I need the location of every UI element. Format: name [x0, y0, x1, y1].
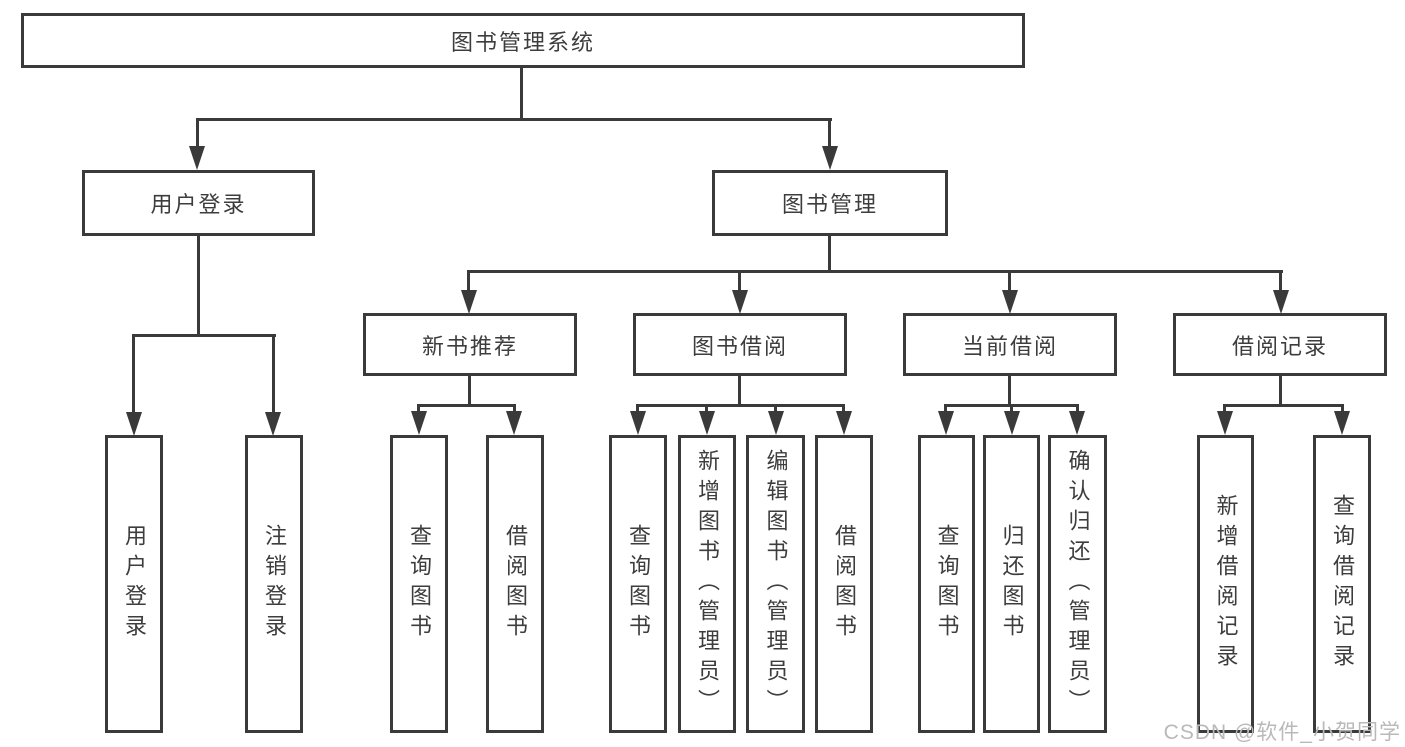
arrow-down-icon [699, 411, 715, 435]
arrow-down-icon [189, 146, 205, 170]
node-library-system: 图书管理系统 [21, 13, 1025, 68]
leaf-borrow-books: 借阅图书 [815, 435, 873, 733]
arrow-down-icon [461, 290, 477, 314]
connector [828, 236, 831, 273]
node-label: 借阅图书 [832, 524, 857, 644]
node-label: 编辑图书（管理员） [763, 449, 789, 719]
connector [417, 404, 516, 407]
node-label: 用户登录 [122, 524, 147, 644]
arrow-down-icon [938, 411, 954, 435]
connector [636, 404, 845, 407]
connector [468, 376, 471, 407]
node-book-management: 图书管理 [712, 170, 948, 236]
connector [513, 404, 516, 414]
node-label: 归还图书 [999, 524, 1025, 644]
node-label: 查询图书 [407, 524, 432, 644]
arrow-down-icon [265, 412, 281, 436]
connector [417, 404, 420, 414]
leaf-query-books-current: 查询图书 [918, 435, 975, 733]
connector [1279, 270, 1282, 294]
node-label: 图书管理系统 [450, 29, 595, 55]
connector [1223, 404, 1226, 414]
connector [1279, 376, 1282, 407]
arrow-down-icon [732, 290, 748, 314]
connector [738, 376, 741, 407]
node-label: 新书推荐 [421, 333, 518, 359]
node-label: 查询借阅记录 [1330, 494, 1355, 674]
connector [196, 118, 832, 121]
leaf-edit-books-admin: 编辑图书（管理员） [746, 435, 805, 733]
connector [1341, 404, 1344, 414]
connector [1008, 270, 1011, 294]
connector [828, 118, 831, 150]
arrow-down-icon [506, 411, 522, 435]
node-new-book-recommend: 新书推荐 [363, 313, 577, 376]
node-label: 确认归还（管理员） [1065, 449, 1091, 719]
connector [1008, 376, 1011, 407]
leaf-query-books-recommend: 查询图书 [390, 435, 448, 733]
connector [774, 404, 777, 414]
node-label: 新增借阅记录 [1213, 494, 1239, 674]
arrow-down-icon [836, 411, 852, 435]
connector [467, 270, 1283, 273]
leaf-borrow-books-recommend: 借阅图书 [486, 435, 544, 733]
connector [705, 404, 708, 414]
connector [738, 270, 741, 294]
node-borrow-records: 借阅记录 [1173, 313, 1387, 376]
connector [1223, 404, 1344, 407]
arrow-down-icon [411, 411, 427, 435]
leaf-return-books: 归还图书 [983, 435, 1040, 733]
connector [272, 334, 275, 416]
node-label: 注销登录 [262, 524, 287, 644]
connector [520, 68, 523, 121]
arrow-down-icon [126, 412, 142, 436]
arrow-down-icon [1217, 411, 1233, 435]
connector [197, 236, 200, 337]
leaf-user-login: 用户登录 [105, 435, 163, 733]
watermark-text: CSDN @软件_小贺同学 [1163, 721, 1401, 744]
arrow-down-icon [630, 411, 646, 435]
arrow-down-icon [768, 411, 784, 435]
node-current-borrow: 当前借阅 [903, 313, 1117, 376]
connector [467, 270, 470, 294]
leaf-query-borrow-record: 查询借阅记录 [1313, 435, 1371, 733]
connector [132, 334, 135, 416]
connector [842, 404, 845, 414]
leaf-confirm-return-admin: 确认归还（管理员） [1048, 435, 1107, 733]
connector [1010, 404, 1013, 414]
leaf-add-borrow-record: 新增借阅记录 [1197, 435, 1254, 733]
connector [1076, 404, 1079, 414]
leaf-logout: 注销登录 [245, 435, 303, 733]
node-label: 新增图书（管理员） [695, 449, 720, 719]
arrow-down-icon [1069, 411, 1085, 435]
arrow-down-icon [1004, 411, 1020, 435]
node-book-borrow: 图书借阅 [633, 313, 847, 376]
connector [636, 404, 639, 414]
arrow-down-icon [1273, 290, 1289, 314]
node-label: 查询图书 [626, 524, 651, 644]
arrow-down-icon [1002, 290, 1018, 314]
node-label: 图书借阅 [691, 333, 788, 359]
node-label: 借阅记录 [1231, 333, 1328, 359]
connector [944, 404, 947, 414]
connector [196, 118, 199, 150]
node-label: 借阅图书 [503, 524, 528, 644]
node-label: 图书管理 [781, 192, 878, 217]
node-label: 用户登录 [150, 192, 247, 217]
arrow-down-icon [1334, 411, 1350, 435]
node-label: 当前借阅 [961, 333, 1058, 359]
node-user-login: 用户登录 [82, 170, 315, 236]
arrow-down-icon [822, 146, 838, 170]
connector [132, 334, 276, 337]
leaf-add-books-admin: 新增图书（管理员） [678, 435, 736, 733]
node-label: 查询图书 [934, 524, 960, 644]
leaf-query-books: 查询图书 [609, 435, 667, 733]
